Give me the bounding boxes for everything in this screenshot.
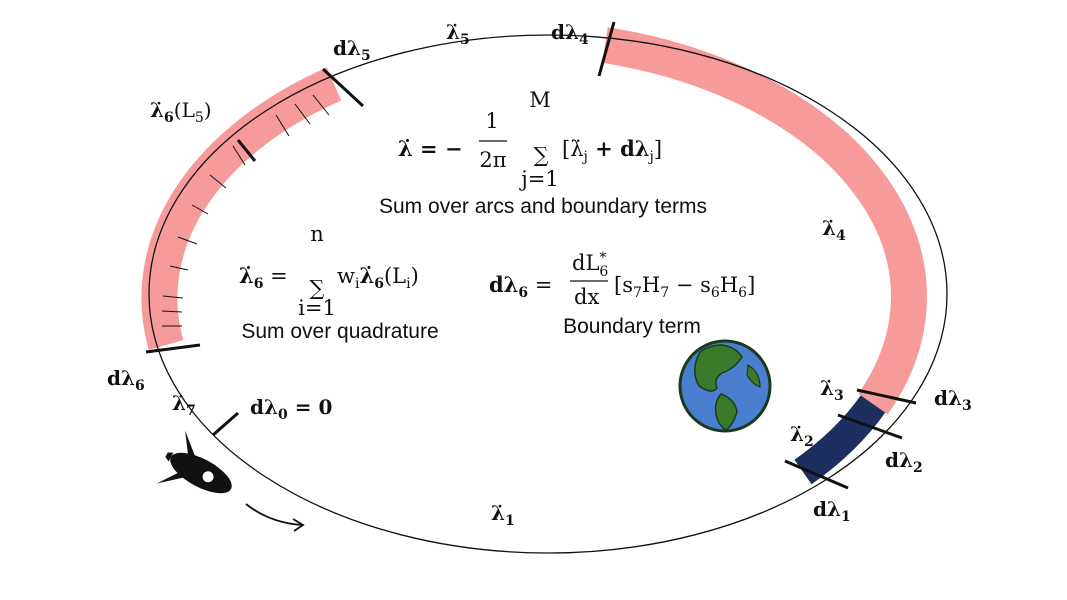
boundary-bar-1 <box>784 459 849 490</box>
svg-text:λ̇ = −: λ̇ = − <box>398 136 463 161</box>
svg-text:1: 1 <box>485 109 498 133</box>
boundary-bar-5 <box>321 67 365 108</box>
quadrature-caption: Sum over quadrature <box>241 320 438 343</box>
boundary-equation: dλ6 = dL*6 dx [s7H7 − s6H6] Boundary ter… <box>489 250 755 338</box>
svg-text:wiλ̇6(Li): wiλ̇6(Li) <box>337 263 419 292</box>
label-lambda1: λ̇1 <box>491 501 515 529</box>
main-equation: λ̇ = − 1 2π M ∑ j=1 [λ̇j + dλj] Sum over… <box>379 88 707 218</box>
boundary-bar-4 <box>597 21 616 77</box>
svg-text:M: M <box>529 88 551 112</box>
svg-text:dL*6: dL*6 <box>572 250 608 280</box>
boundary-caption: Boundary term <box>563 315 701 338</box>
svg-text:dx: dx <box>574 285 599 309</box>
svg-text:[s7H7 − s6H6]: [s7H7 − s6H6] <box>614 273 755 301</box>
quadrature-node-marker <box>236 139 257 162</box>
svg-text:2π: 2π <box>479 148 506 172</box>
label-lambda2: λ̇2 <box>790 422 814 450</box>
quadrature-ticks <box>161 94 330 327</box>
svg-text:∑: ∑ <box>534 143 549 167</box>
quadrature-equation: λ̇6 = n ∑ i=1 wiλ̇6(Li) Sum over quadrat… <box>239 222 439 343</box>
label-dlambda2: dλ2 <box>885 448 923 476</box>
svg-text:∑: ∑ <box>310 276 325 300</box>
label-lambda3: λ̇3 <box>820 376 844 404</box>
label-lambda5: λ̇5 <box>446 20 470 48</box>
svg-text:i=1: i=1 <box>298 296 336 320</box>
svg-text:λ̇6 =: λ̇6 = <box>239 263 288 292</box>
boundary-bar-6 <box>145 343 201 354</box>
main-caption: Sum over arcs and boundary terms <box>379 195 707 218</box>
boundary-bars <box>145 21 917 490</box>
boundary-bar-0 <box>212 411 239 437</box>
label-dlambda1: dλ1 <box>813 497 851 525</box>
svg-text:n: n <box>310 222 324 246</box>
svg-text:[λ̇j + dλj]: [λ̇j + dλj] <box>562 136 662 165</box>
label-lambda4: λ̇4 <box>822 216 846 244</box>
label-lambda7: λ̇7 <box>172 391 196 419</box>
label-dlambda6: dλ6 <box>107 366 145 394</box>
label-lambda6-L5: λ̇6(L5) <box>150 98 212 126</box>
rocket-icon <box>145 430 232 494</box>
boundary-bar-2 <box>837 413 903 440</box>
direction-arrow-icon <box>245 503 305 532</box>
arc-2-segment <box>794 395 886 485</box>
svg-text:j=1: j=1 <box>518 167 558 191</box>
label-dlambda3: dλ3 <box>934 386 972 414</box>
label-dlambda0: dλ0 = 0 <box>250 395 332 423</box>
arc-4-segment <box>602 27 927 415</box>
label-dlambda5: dλ5 <box>333 36 371 64</box>
arc-6-segment <box>141 67 342 350</box>
earth-icon <box>678 339 772 433</box>
boundary-bar-3 <box>856 388 917 405</box>
svg-text:dλ6 =: dλ6 = <box>489 272 552 301</box>
orbit-ellipse <box>148 34 948 554</box>
label-dlambda4: dλ4 <box>551 20 589 48</box>
